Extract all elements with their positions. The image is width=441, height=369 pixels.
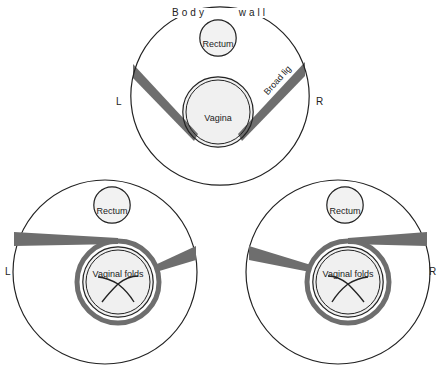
rectum-circle: Rectum — [199, 19, 237, 57]
ligament-wrap — [307, 241, 389, 323]
broad-ligament — [249, 246, 311, 272]
vaginal-folds-lines — [328, 276, 368, 302]
rectum-fill — [326, 186, 364, 224]
side-label: R — [429, 266, 436, 277]
node-outline — [82, 246, 154, 318]
organ-label: Rectum — [96, 206, 127, 216]
node-outline — [130, 6, 310, 186]
rectum-fill — [93, 186, 131, 224]
node-outline — [326, 186, 364, 224]
vagina-fill — [312, 246, 384, 318]
broad-ligament — [133, 64, 198, 141]
organ-label: Rectum — [329, 206, 360, 216]
ligament-wrap — [77, 241, 159, 323]
vagina-fill — [82, 246, 154, 318]
broad-ligament — [155, 246, 196, 272]
vaginal-folds-lines — [98, 276, 138, 302]
vagina-circle: Vaginal folds — [312, 246, 384, 318]
node-outline — [312, 246, 384, 318]
side-label: R — [316, 96, 323, 107]
organ-label: Vaginal folds — [93, 269, 144, 279]
node-outline — [93, 186, 131, 224]
vagina-circle: Vaginal folds — [82, 246, 154, 318]
organ-label: Vagina — [204, 113, 231, 123]
vagina-fill — [182, 76, 254, 148]
node-outline — [182, 76, 254, 148]
node-outline — [199, 19, 237, 57]
section-circle — [246, 180, 430, 364]
organ-label: Body wall — [170, 8, 270, 18]
rectum-fill — [199, 19, 237, 57]
side-label: L — [5, 266, 11, 277]
organ-label: Vaginal folds — [323, 269, 374, 279]
section-circle — [13, 180, 197, 364]
rectum-circle: Rectum — [326, 186, 364, 224]
body-wall-circle: Body wallRectumVagina — [130, 6, 310, 186]
side-label: L — [116, 96, 122, 107]
vagina-circle: Vagina — [182, 76, 254, 148]
rectum-circle: Rectum — [93, 186, 131, 224]
organ-label: Rectum — [202, 39, 233, 49]
